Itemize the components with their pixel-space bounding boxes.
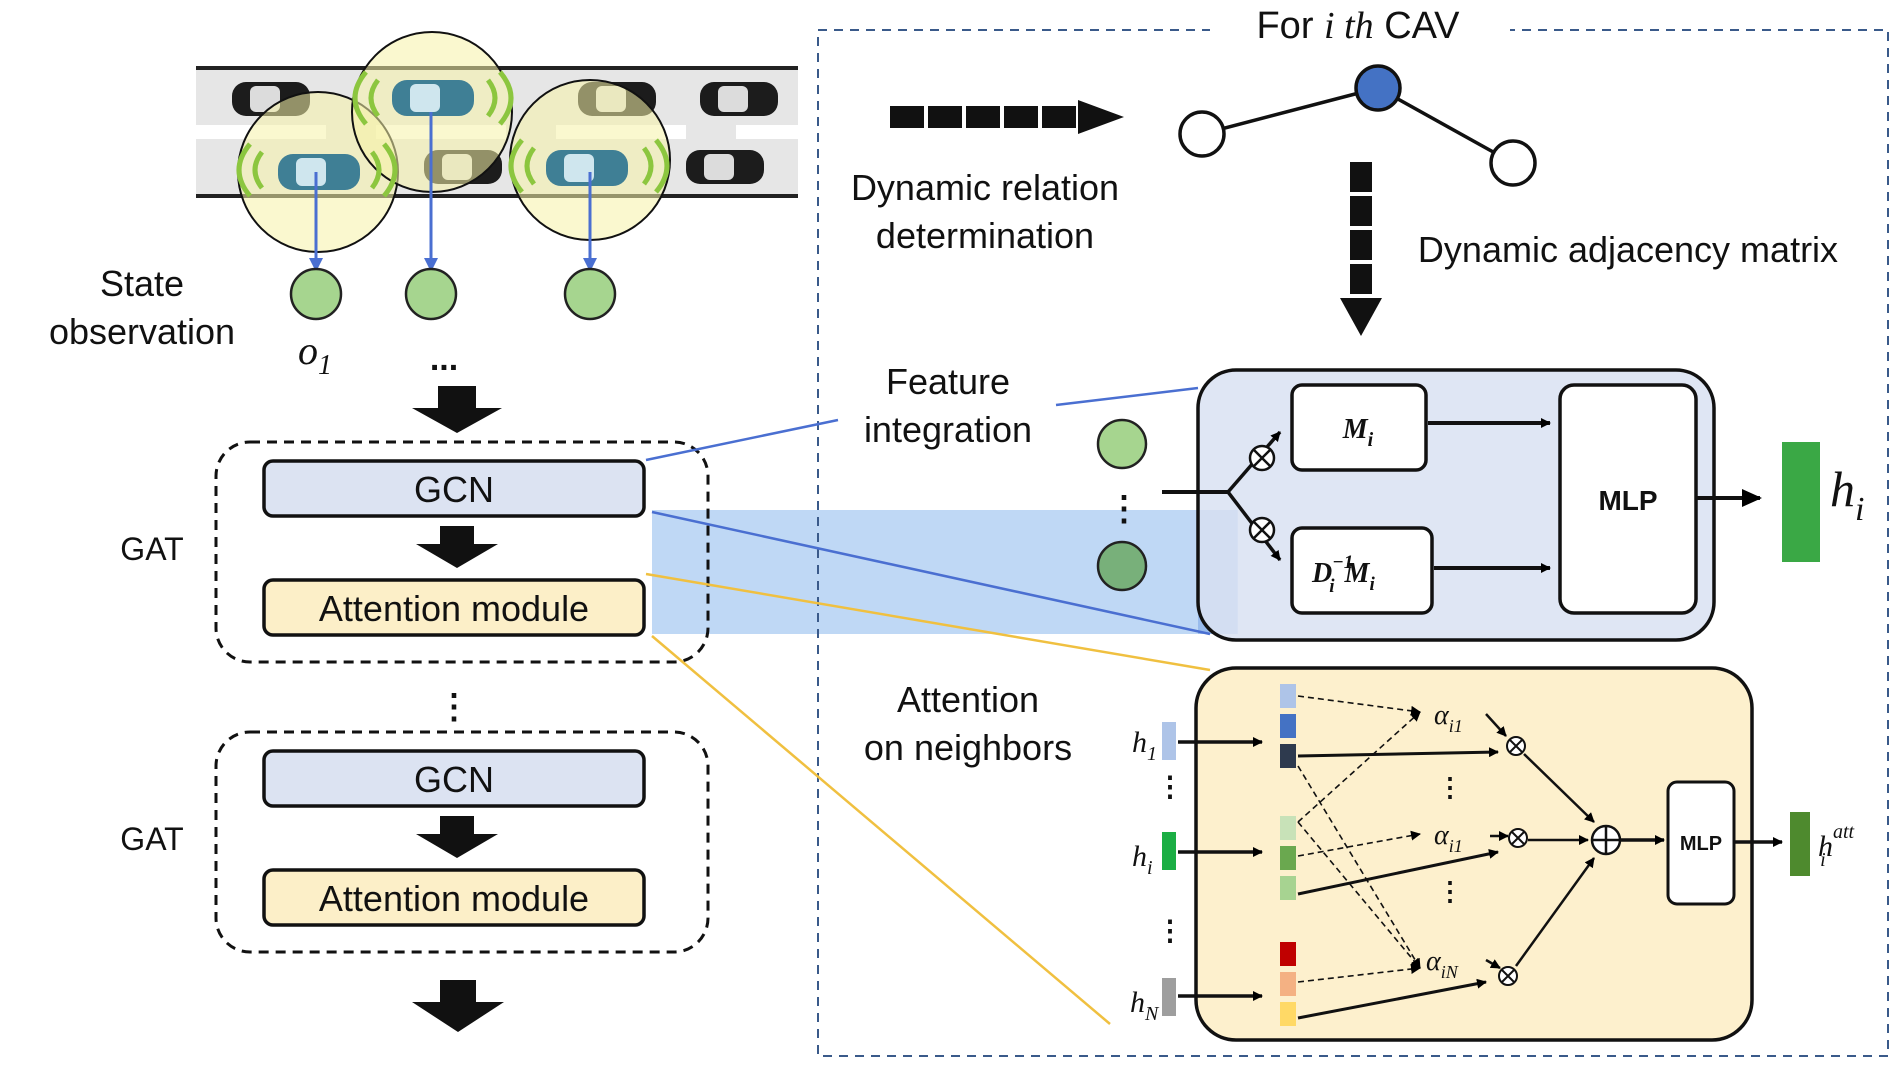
cav-car-icon xyxy=(546,150,628,186)
car-black-icon xyxy=(686,150,764,184)
dashed-arrow-icon xyxy=(890,100,1124,134)
highlight-band xyxy=(652,510,1237,634)
feature-integration-label: integration xyxy=(864,409,1032,450)
cav-car-icon xyxy=(278,154,360,190)
cav-car-icon xyxy=(392,80,474,116)
attention-label-2: Attention module xyxy=(319,878,589,919)
title-gap xyxy=(1210,18,1510,44)
connector-att-neighbors xyxy=(651,635,1111,1025)
h1-label: h1 xyxy=(1132,726,1157,765)
attention-box-2 xyxy=(262,868,646,927)
down-arrow-icon xyxy=(416,526,498,568)
alpha-ellipsis: ⋮ xyxy=(1437,772,1463,802)
attention-neighbors-label: on neighbors xyxy=(864,727,1072,768)
hi-big-label: hi xyxy=(1830,461,1864,528)
mlp-label-big: MLP xyxy=(1598,485,1657,516)
dynamic-relation-label: Dynamic relation xyxy=(851,167,1119,208)
dashed-arrow-down-icon xyxy=(1340,162,1382,336)
down-arrow-icon xyxy=(412,980,504,1032)
gat-block-2 xyxy=(214,730,710,954)
gcn-label-2: GCN xyxy=(414,759,494,800)
road-scene xyxy=(196,31,798,253)
oplus-icon xyxy=(1590,824,1622,856)
car-black-icon xyxy=(700,82,778,116)
gcn-label-1: GCN xyxy=(414,469,494,510)
observation-node xyxy=(404,267,458,321)
otimes-icon xyxy=(1248,516,1276,544)
down-arrow-icon xyxy=(412,386,502,433)
input-ellipsis: ⋮ xyxy=(1156,771,1184,802)
state-observation-label: observation xyxy=(49,311,235,352)
attention-panel xyxy=(1194,666,1754,1042)
gat-block-1 xyxy=(214,440,710,664)
observation-node xyxy=(563,267,617,321)
attention-neighbors-label: Attention xyxy=(897,679,1039,720)
dmi-box xyxy=(1290,526,1434,615)
hi-small-bar xyxy=(1162,832,1176,870)
state-observation-label: State xyxy=(100,263,184,304)
graph-node xyxy=(1489,139,1537,187)
feature-ellipsis: ⋮ xyxy=(1107,490,1141,528)
otimes-icon xyxy=(1248,444,1276,472)
graph-node xyxy=(1178,110,1226,158)
attention-label-1: Attention module xyxy=(319,588,589,629)
alpha-ellipsis: ⋮ xyxy=(1437,876,1463,906)
h1-bar xyxy=(1162,722,1176,760)
feature-stack-1 xyxy=(1280,684,1296,768)
observation-node xyxy=(289,267,343,321)
dynamic-adjacency-label: Dynamic adjacency matrix xyxy=(1418,229,1838,270)
obs-ellipsis: ... xyxy=(430,340,458,378)
otimes-icon xyxy=(1506,736,1526,756)
input-ellipsis: ⋮ xyxy=(1156,915,1184,946)
down-arrow-icon xyxy=(416,816,498,858)
gat-label-1: GAT xyxy=(120,531,183,567)
otimes-icon xyxy=(1508,828,1528,848)
mlp-label-small: MLP xyxy=(1680,833,1722,855)
connector-gcn-feature xyxy=(645,418,839,462)
mi-box xyxy=(1290,383,1428,472)
feature-node xyxy=(1096,540,1148,592)
feature-integration-label: Feature xyxy=(886,361,1010,402)
alpha-label: αi1 xyxy=(1434,700,1463,736)
hN-bar xyxy=(1162,978,1176,1016)
signal-waves-icon xyxy=(236,70,670,198)
mi-label: Mi xyxy=(1342,414,1374,451)
h-att-bar xyxy=(1790,812,1810,876)
dynamic-relation-label: determination xyxy=(876,215,1094,256)
connector-gcn-feature xyxy=(651,510,1211,636)
graph-node-ego xyxy=(1354,64,1402,112)
attention-box-1 xyxy=(262,578,646,637)
connector-att-neighbors xyxy=(645,572,1211,672)
vertical-ellipsis: ⋮ xyxy=(437,688,471,726)
gcn-box-2 xyxy=(262,749,646,808)
feature-node xyxy=(1096,418,1148,470)
feature-stack-N xyxy=(1280,942,1296,1026)
connector-gcn-feature xyxy=(1055,386,1199,407)
title: For i th CAV xyxy=(1256,5,1460,47)
otimes-icon xyxy=(1498,966,1518,986)
gat-label-2: GAT xyxy=(120,821,183,857)
alpha-label: αi1 xyxy=(1434,820,1463,856)
feature-stack-i xyxy=(1280,816,1296,900)
hi-bar xyxy=(1782,442,1820,562)
alpha-label: αiN xyxy=(1426,946,1459,982)
hi-label: hi xyxy=(1132,840,1153,879)
gcn-box-1 xyxy=(262,459,646,518)
hN-label: hN xyxy=(1130,986,1160,1025)
obs-o1-label: o1 xyxy=(298,328,332,381)
